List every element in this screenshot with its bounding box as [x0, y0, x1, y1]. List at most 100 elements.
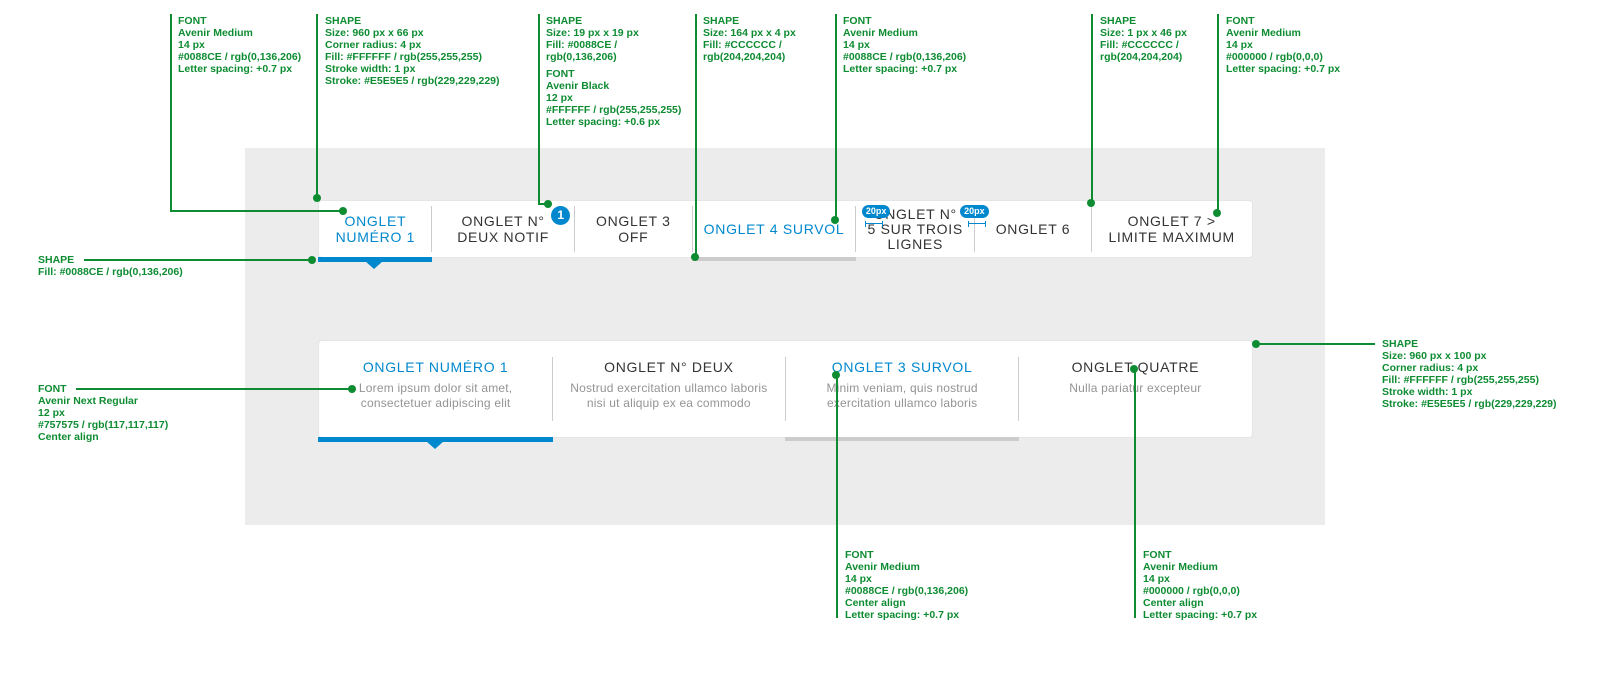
text-line: Fill: #FFFFFF / rgb(255,255,255): [1382, 374, 1539, 386]
text-line: Avenir Medium: [178, 27, 253, 39]
tab-title: ONGLET N° DEUX: [604, 359, 734, 375]
leader-dot: [544, 200, 552, 208]
text-line: ONGLET 6: [995, 221, 1071, 237]
text-line: Letter spacing: +0.7 px: [1226, 63, 1341, 75]
text-line: #757575 / rgb(117,117,117): [38, 419, 169, 431]
annotation-title: SHAPE: [38, 254, 75, 266]
text-line: Center align: [845, 597, 906, 609]
text-line: nisi ut aliquip ex ea commodo: [586, 396, 751, 410]
text-line: Avenir Black: [546, 80, 610, 92]
tab-title: ONGLET 3 SURVOL: [831, 359, 973, 375]
text-line: Avenir Medium: [845, 561, 920, 573]
text-line: #0088CE / rgb(0,136,206): [843, 51, 967, 63]
leader-line: [1217, 14, 1219, 211]
text-line: Size: 1 px x 46 px: [1100, 27, 1187, 39]
text-line: Nostrud exercitation ullamco laboris: [570, 381, 768, 395]
spacing-measure-bracket-right: [967, 221, 986, 227]
text-line: #0088CE / rgb(0,136,206): [845, 585, 969, 597]
hover-tab-underline: [785, 437, 1019, 441]
text-line: Avenir Medium: [1143, 561, 1218, 573]
annotation-title: SHAPE: [546, 15, 583, 27]
leader-dot: [691, 253, 699, 261]
text-line: 14 px: [178, 39, 205, 51]
text-line: #000000 / rgb(0,0,0): [1143, 585, 1240, 597]
active-tab-caret-icon: [426, 441, 444, 449]
text-line: Fill: #0088CE / rgb(0,136,206): [38, 266, 183, 278]
leader-dot: [831, 216, 839, 224]
tab2-onglet-deux[interactable]: ONGLET N° DEUX Nostrud exercitation ulla…: [552, 341, 785, 437]
text-line: 14 px: [843, 39, 870, 51]
text-line: LIMITE MAXIMUM: [1108, 229, 1235, 245]
text-line: DEUX NOTIF: [457, 229, 549, 245]
text-line: Avenir Next Regular: [38, 395, 138, 407]
text-line: Letter spacing: +0.6 px: [546, 116, 661, 128]
text-line: 12 px: [38, 407, 65, 419]
tab-onglet-4-survol[interactable]: ONGLET 4 SURVOL: [692, 201, 856, 257]
text-line: #0088CE / rgb(0,136,206): [178, 51, 302, 63]
leader-dot: [348, 385, 356, 393]
tab-onglet-7-limite[interactable]: ONGLET 7 >LIMITE MAXIMUM: [1091, 201, 1252, 257]
text-line: Letter spacing: +0.7 px: [178, 63, 293, 75]
spacing-measure-bracket-left: [864, 221, 883, 227]
leader-line: [170, 210, 344, 212]
text-line: 14 px: [1143, 573, 1170, 585]
text-line: Center align: [1143, 597, 1204, 609]
notification-badge: 1: [551, 206, 571, 225]
text-line: Letter spacing: +0.7 px: [843, 63, 958, 75]
text-line: ONGLET N°: [461, 213, 545, 229]
annotation-title: FONT: [38, 383, 67, 395]
text-line: Size: 960 px x 66 px: [325, 27, 424, 39]
text-line: Stroke: #E5E5E5 / rgb(229,229,229): [1382, 398, 1557, 410]
text-line: Fill: #FFFFFF / rgb(255,255,255): [325, 51, 482, 63]
tab2-onglet-3-survol[interactable]: ONGLET 3 SURVOL Minim veniam, quis nostr…: [786, 341, 1019, 437]
tab-onglet-deux-notif[interactable]: ONGLET N°DEUX NOTIF 1: [432, 201, 575, 257]
text-line: Letter spacing: +0.7 px: [1143, 609, 1258, 621]
active-tab-caret-icon: [365, 261, 383, 269]
text-line: Fill: #CCCCCC /: [1100, 39, 1179, 51]
text-line: Fill: #0088CE /: [546, 39, 618, 51]
text-line: Fill: #CCCCCC /: [703, 39, 782, 51]
leader-dot: [1252, 340, 1260, 348]
tab2-onglet-numero-1[interactable]: ONGLET NUMÉRO 1 Lorem ipsum dolor sit am…: [319, 341, 552, 437]
annotation-shape-active-underline: SHAPE Fill: #0088CE / rgb(0,136,206): [38, 254, 183, 278]
text-line: 5 SUR TROIS: [867, 220, 963, 237]
leader-line: [1091, 14, 1093, 201]
leader-dot: [313, 194, 321, 202]
annotation-title: FONT: [1226, 15, 1255, 27]
tab-onglet-6[interactable]: ONGLET 6: [975, 201, 1092, 257]
leader-line: [836, 376, 838, 618]
tab-label: ONGLET N°DEUX NOTIF: [457, 213, 549, 245]
leader-line: [84, 259, 310, 261]
active-tab-underline: [318, 257, 432, 262]
text-line: Size: 19 px x 19 px: [546, 27, 639, 39]
text-line: Minim veniam, quis nostrud: [826, 381, 978, 395]
annotation-title: FONT: [845, 549, 874, 561]
text-line: Corner radius: 4 px: [1382, 362, 1479, 374]
annotation-title: SHAPE: [703, 15, 740, 27]
text-line: Stroke width: 1 px: [325, 63, 416, 75]
leader-line: [538, 14, 540, 205]
annotation-title: FONT: [843, 15, 872, 27]
leader-line: [1134, 371, 1136, 618]
annotation-title: SHAPE: [1100, 15, 1137, 27]
leader-line: [695, 14, 697, 255]
